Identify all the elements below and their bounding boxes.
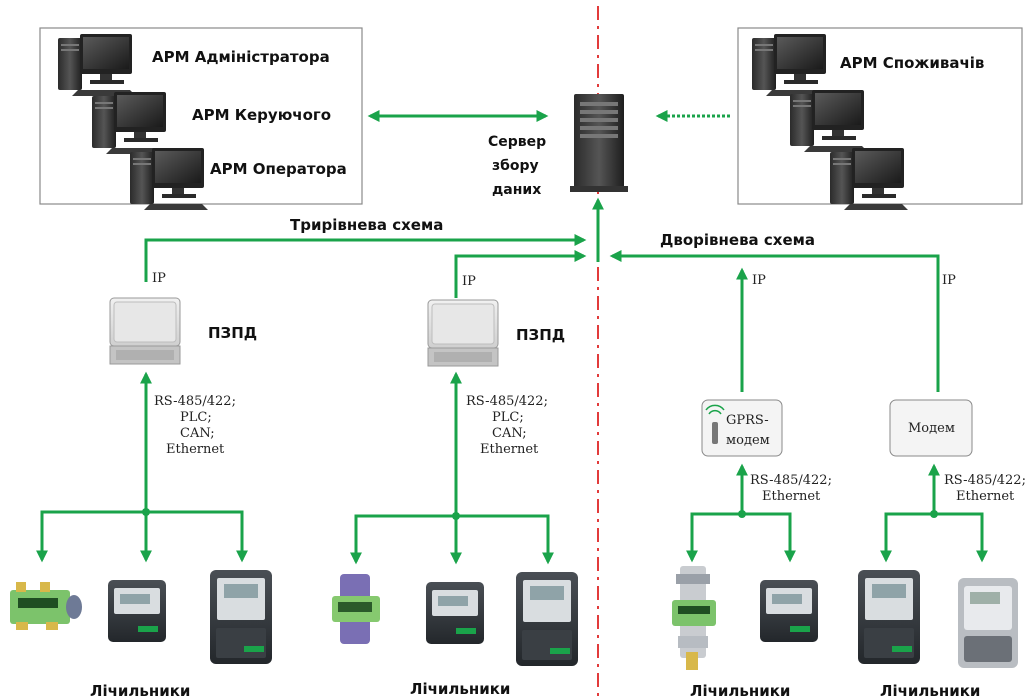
- workstation-manager-label: АРМ Керуючого: [192, 106, 331, 124]
- modem-label: Модем: [908, 421, 955, 436]
- interface-label-2-line-1: RS-485/422;: [466, 394, 548, 409]
- meters-label-4: Лічильники: [880, 682, 980, 699]
- meter-small-icon: [426, 582, 484, 644]
- bus-1: [36, 510, 248, 563]
- workstation-admin-label: АРМ Адміністратора: [152, 48, 330, 66]
- interface-label-2-line-4: Ethernet: [480, 442, 539, 457]
- gprs-modem-label-2: модем: [726, 433, 770, 448]
- meter-grey-icon: [958, 578, 1018, 668]
- concentrator-1-uplink: [144, 234, 587, 282]
- concentrator-2-label: ПЗПД: [516, 326, 565, 344]
- meter-small-icon: [108, 580, 166, 642]
- server-label-1: Сервер: [488, 134, 546, 150]
- meter-tall-icon: [210, 570, 272, 664]
- workstation-consumers-label: АРМ Споживачів: [840, 54, 984, 72]
- interface-label-1-line-3: CAN;: [180, 426, 215, 441]
- meters-label-2: Лічильники: [410, 680, 510, 698]
- interface-label-2-line-3: CAN;: [492, 426, 527, 441]
- ip-label: IP: [462, 274, 476, 289]
- ip-label: IP: [152, 271, 166, 286]
- gprs-modem-label-1: GPRS-: [726, 413, 769, 428]
- ip-label: IP: [942, 273, 956, 288]
- two-level-scheme-label: Дворівнева схема: [660, 231, 815, 249]
- meter-tower-icon: [672, 566, 716, 670]
- concentrator-2-icon: [427, 299, 499, 367]
- meters-label-3: Лічильники: [690, 682, 790, 699]
- workstation-operator-label: АРМ Оператора: [210, 160, 347, 178]
- two-level-uplink: [609, 250, 940, 392]
- concentrator-1-label: ПЗПД: [208, 324, 257, 342]
- meter-din-icon: [10, 582, 82, 630]
- interface-label-4-line-1: RS-485/422;: [944, 473, 1026, 488]
- gprs-modem-box: [701, 399, 783, 457]
- bus-3-node: [738, 510, 746, 518]
- concentrator-2-uplink: [454, 250, 587, 298]
- bus-1-node: [142, 508, 150, 516]
- interface-label-1-line-4: Ethernet: [166, 442, 225, 457]
- meter-tall-icon: [858, 570, 920, 664]
- interface-label-3-line-1: RS-485/422;: [750, 473, 832, 488]
- meter-purple-icon: [332, 574, 380, 644]
- bus-2-node: [452, 512, 460, 520]
- modem-box: [889, 399, 973, 457]
- server-icon: [570, 94, 628, 192]
- ip-label: IP: [752, 273, 766, 288]
- meter-small-icon: [760, 580, 818, 642]
- three-level-scheme-label: Трирівнева схема: [290, 216, 443, 234]
- interface-label-1-line-2: PLC;: [180, 410, 212, 425]
- interface-label-3-line-2: Ethernet: [762, 489, 821, 504]
- bus-4-node: [930, 510, 938, 518]
- bus-3: [686, 512, 796, 563]
- concentrator-1-icon: [109, 297, 181, 365]
- bus-4: [880, 512, 988, 563]
- server-label-2: збору: [492, 158, 539, 174]
- interface-label-1-line-1: RS-485/422;: [154, 394, 236, 409]
- interface-label-4-line-2: Ethernet: [956, 489, 1015, 504]
- server-label-3: даних: [492, 182, 541, 198]
- antenna-icon: [705, 404, 725, 444]
- meters-label-1: Лічильники: [90, 682, 190, 699]
- bus-2: [350, 514, 554, 565]
- meter-tall-icon: [516, 572, 578, 666]
- interface-label-2-line-2: PLC;: [492, 410, 524, 425]
